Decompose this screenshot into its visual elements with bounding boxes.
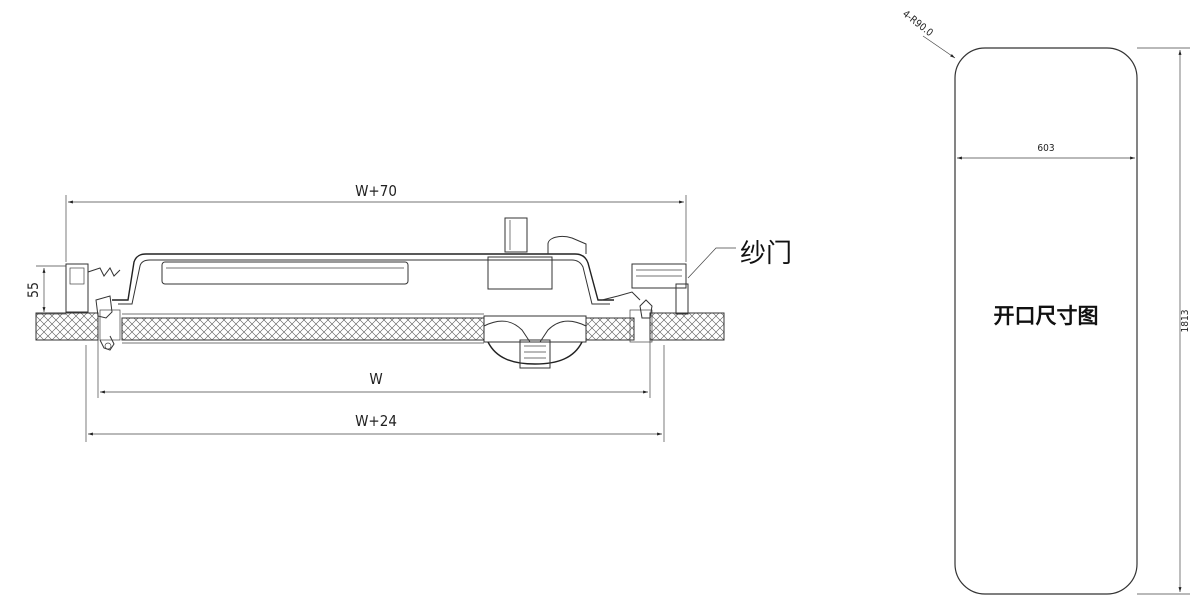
dim-label-inner-width: W (369, 370, 382, 388)
wall-panel-right (649, 312, 725, 341)
dimension-height: 55 (26, 265, 66, 315)
screen-door-label: 纱门 (740, 239, 792, 269)
dim-label-top-width: W+70 (355, 182, 397, 200)
cutout-title: 开口尺寸图 (994, 304, 1099, 328)
corner-radius-label: 4-R90.0 (900, 9, 935, 40)
cutout-outline (954, 47, 1138, 595)
cutout-view: 4-R90.0 603 1813 开口尺寸图 (900, 9, 1191, 595)
screen-door-callout: 纱门 (687, 239, 792, 279)
right-frame-profile (601, 263, 689, 343)
dim-label-cutout-height: 1813 (1180, 310, 1191, 333)
dimension-inner-width: W (97, 340, 651, 398)
dim-label-cutout-width: 603 (1037, 143, 1054, 154)
left-frame-profile (65, 263, 121, 351)
corner-radius-callout: 4-R90.0 (900, 9, 956, 59)
hatch-body (112, 253, 614, 305)
dim-label-outer-width: W+24 (355, 412, 397, 430)
hatch-strip-center (121, 313, 635, 344)
section-view: W+70 55 W W+24 纱门 (26, 182, 792, 442)
dimension-cutout-width: 603 (957, 143, 1135, 160)
vent-assembly (483, 315, 587, 369)
top-handle (504, 217, 587, 254)
dim-label-height: 55 (26, 282, 42, 298)
dimension-cutout-height: 1813 (1137, 47, 1191, 595)
dimension-top-width: W+70 (65, 182, 687, 262)
wall-panel-left (35, 312, 99, 341)
dimension-outer-width: W+24 (85, 345, 665, 442)
